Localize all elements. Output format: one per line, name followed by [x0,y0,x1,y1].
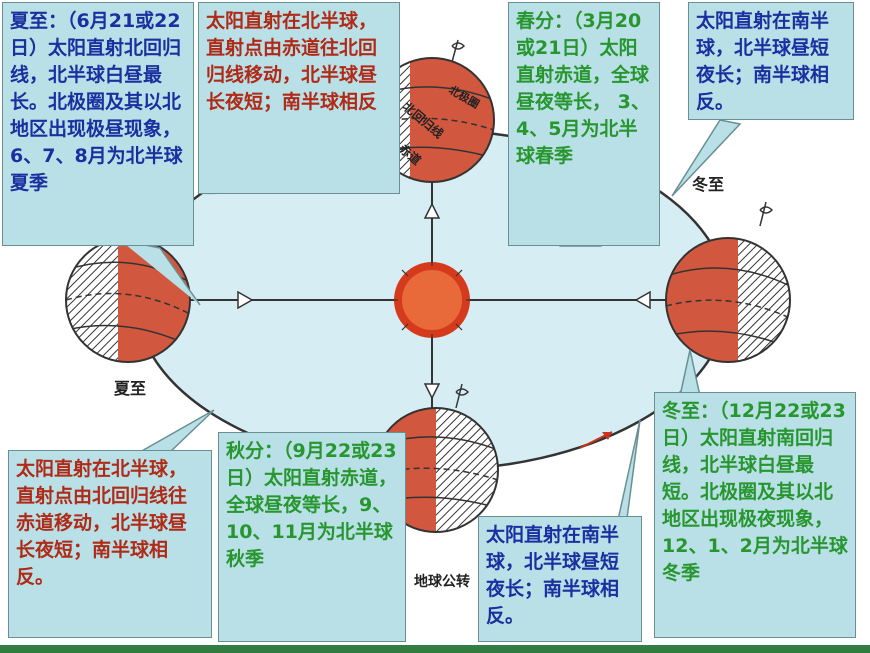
direction-arrow-up [423,202,441,219]
callout-south-bottom: 太阳直射在南半球，北半球昼短夜长；南半球相反。 [478,516,642,642]
callout-winter-solstice: 冬至：（12月22或23日）太阳直射南回归线，北半球白昼最短。北极圈及其以北地区… [654,392,856,638]
winter-solstice-label: 冬至 [692,175,724,194]
sun-icon [390,258,474,342]
direction-arrow-left [237,290,254,310]
callout-autumn-equinox: 秋分：（9月22或23日）太阳直射赤道，全球昼夜等长，9、10、11月为北半球秋… [218,432,406,642]
callout-to-autumn-text: 太阳直射在北半球， 直射点由北回归线往赤道移动，北半球昼长夜短；南半球相反。 [16,458,188,588]
earth-winter-solstice [665,201,791,363]
callout-to-spring: 太阳直射在北半球，直射点由赤道往北回归线移动，北半球昼长夜短；南半球相反 [198,2,400,194]
callout-autumn-equinox-text: 秋分：（9月22或23日）太阳直射赤道，全球昼夜等长，9、10、11月为北半球秋… [226,440,398,570]
callout-south-bottom-text: 太阳直射在南半球，北半球昼短夜长；南半球相反。 [486,524,620,627]
callout-winter-solstice-text: 冬至：（12月22或23日）太阳直射南回归线，北半球白昼最短。北极圈及其以北地区… [662,400,848,584]
callout-summer-solstice: 夏至：（6月21或22日）太阳直射北回归线，北半球白昼最长。北极圈及其以北地区出… [2,2,194,246]
callout-spring-equinox: 春分：（3月20 或21日）太阳直射赤道，全球昼夜等长， 3、4、5月为北半球春… [508,2,660,246]
callout-spring-equinox-text: 春分：（3月20 或21日）太阳直射赤道，全球昼夜等长， 3、4、5月为北半球春… [516,10,650,167]
orbit-label: 地球公转 [414,573,470,590]
direction-arrow-right [634,290,651,310]
callout-south-top-right-text: 太阳直射在南半球，北半球昼短夜长；南半球相反。 [696,10,830,113]
callout-to-autumn: 太阳直射在北半球， 直射点由北回归线往赤道移动，北半球昼长夜短；南半球相反。 [8,450,212,638]
callout-to-spring-text: 太阳直射在北半球，直射点由赤道往北回归线移动，北半球昼长夜短；南半球相反 [206,10,378,113]
summer-solstice-label: 夏至 [113,379,146,398]
callout-summer-solstice-text: 夏至：（6月21或22日）太阳直射北回归线，北半球白昼最长。北极圈及其以北地区出… [10,10,183,194]
callout-south-top-right: 太阳直射在南半球，北半球昼短夜长；南半球相反。 [688,2,854,120]
callout-pointer [671,119,742,197]
direction-arrow-down [423,383,441,400]
